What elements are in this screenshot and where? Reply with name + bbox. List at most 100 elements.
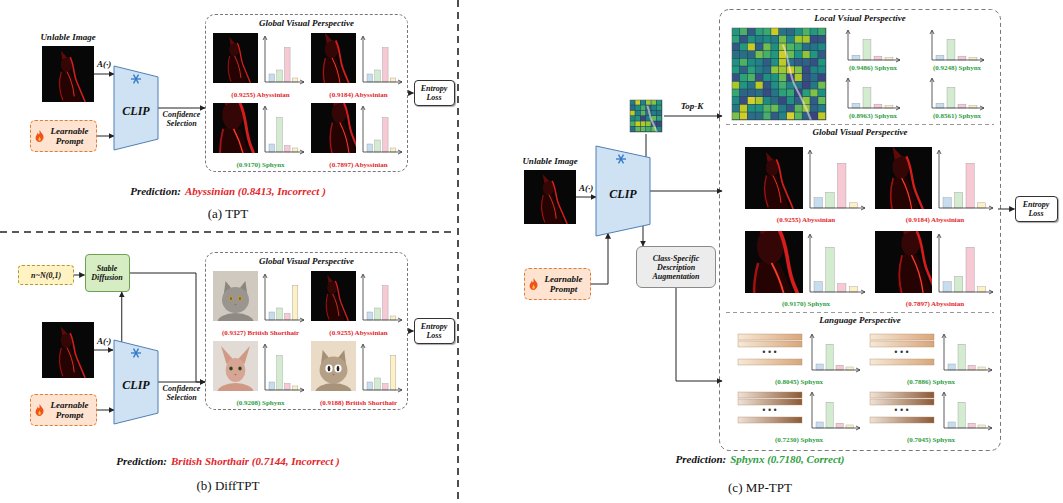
score-bar <box>968 423 975 428</box>
axis-arrow <box>808 234 812 238</box>
cat-pupil <box>239 297 241 300</box>
heatmap-cell <box>651 105 656 110</box>
rim-light <box>340 123 349 154</box>
heatmap-cell <box>756 28 763 35</box>
bar-chart <box>263 344 304 392</box>
heatmap-cell <box>635 111 640 116</box>
connector <box>591 233 609 284</box>
cat-figure <box>325 275 348 321</box>
axis-arrow <box>808 150 812 154</box>
connector <box>94 74 114 75</box>
prompt-text: Learnable Prompt <box>46 126 94 146</box>
heatmap-cell <box>756 66 763 73</box>
axis-arrow <box>930 30 934 34</box>
augmentation-box: Class-Specific Description Augmentation <box>636 246 716 288</box>
frozen-icon <box>615 153 627 165</box>
axis-arrow <box>980 58 984 62</box>
score-bar <box>947 39 955 60</box>
heatmap-cell <box>779 36 786 43</box>
rim-light <box>234 129 247 153</box>
bar-chart <box>361 106 402 154</box>
heatmap-cell <box>756 97 763 104</box>
score-bar <box>948 364 955 370</box>
cat-figure <box>227 37 250 83</box>
rim-light <box>326 294 329 320</box>
bar-chart <box>846 30 900 62</box>
axis-arrow <box>300 388 304 392</box>
score-bar <box>367 312 373 320</box>
rim-light <box>917 231 932 293</box>
embedding-bar <box>870 341 934 347</box>
cat-ear <box>892 147 901 160</box>
heatmap-cell <box>763 59 770 66</box>
heatmap-cell <box>779 28 786 35</box>
encoder-name: CLIP <box>122 372 149 393</box>
panel-caption: (a) TPT <box>208 206 249 222</box>
label-group: ••• <box>893 348 910 357</box>
score-bar <box>390 78 396 82</box>
heatmap-cell <box>787 43 794 50</box>
heatmap-cell <box>657 105 662 110</box>
text-embedding-group <box>870 392 934 423</box>
heatmap-cell <box>795 43 802 50</box>
heatmap-cell <box>810 66 817 73</box>
score-bar <box>826 402 833 428</box>
score-bar <box>836 423 843 428</box>
heatmap-cell <box>748 43 755 50</box>
score-caption: (0.8963) Sphynx <box>849 112 897 120</box>
panel-title: Global Visual Perspective <box>259 256 354 266</box>
chart-axis <box>265 345 304 390</box>
flame-outer <box>35 130 43 142</box>
score-bar <box>863 87 871 108</box>
cat-ear <box>61 326 67 335</box>
heatmap-cell <box>635 105 640 110</box>
heatmap-cell <box>771 66 778 73</box>
axis-arrow <box>942 334 946 338</box>
photo-ground <box>311 271 356 321</box>
result-tile: (0.7230) Sphynx <box>736 390 862 446</box>
heatmap-cell <box>803 74 810 81</box>
score-bar <box>874 104 882 108</box>
photo-thumbnail <box>875 147 932 209</box>
loss-text: Entropy Loss <box>415 322 454 340</box>
cat-ear <box>332 103 340 106</box>
section-title: Local Vsiual Perspective <box>814 13 905 23</box>
heatmap-cell <box>756 82 763 89</box>
panel-divider <box>457 0 459 503</box>
axis-arrow <box>988 426 992 430</box>
rim-light <box>70 57 85 102</box>
perspective-panel: Global Visual Perspective(0.9327) Britis… <box>205 252 408 410</box>
score-caption: (0.9255) Abyssinian <box>777 216 835 224</box>
score-bar <box>816 422 823 428</box>
cat-head <box>320 357 348 384</box>
bar-chart <box>808 234 865 294</box>
encoder-outline <box>114 340 158 424</box>
noise-text: n~N(0,1) <box>31 271 61 280</box>
score-bar <box>968 365 975 370</box>
heatmap-cell <box>756 59 763 66</box>
label-group: A(·) <box>97 336 111 346</box>
result-tile: (0.9255) Abyssinian <box>744 146 868 226</box>
heatmap-cell <box>763 89 770 96</box>
rim-light <box>333 294 339 316</box>
heatmap-cell <box>803 43 810 50</box>
label-group: Prediction:Abyssinian (0.8413, Incorrect… <box>130 185 326 197</box>
score-bar <box>826 344 833 370</box>
score-bar <box>285 314 291 320</box>
bar-chart <box>263 106 304 154</box>
score-bar <box>367 144 373 152</box>
heatmap-cell <box>779 112 786 119</box>
result-tile: (0.8963) Sphynx <box>834 76 912 122</box>
heatmap-cell <box>732 51 739 58</box>
snowflake-arm <box>619 155 624 164</box>
heatmap-cell <box>795 105 802 112</box>
perspective-frame <box>720 10 1001 451</box>
heatmap-cell <box>651 111 656 116</box>
encoder-block: CLIP <box>114 66 158 150</box>
axis-arrow <box>263 106 267 110</box>
encoder-block: CLIP <box>114 340 158 424</box>
text-embedding-group <box>738 334 802 365</box>
cat-pupil <box>230 367 231 370</box>
score-bar <box>383 48 389 82</box>
heatmap-cell <box>787 112 794 119</box>
